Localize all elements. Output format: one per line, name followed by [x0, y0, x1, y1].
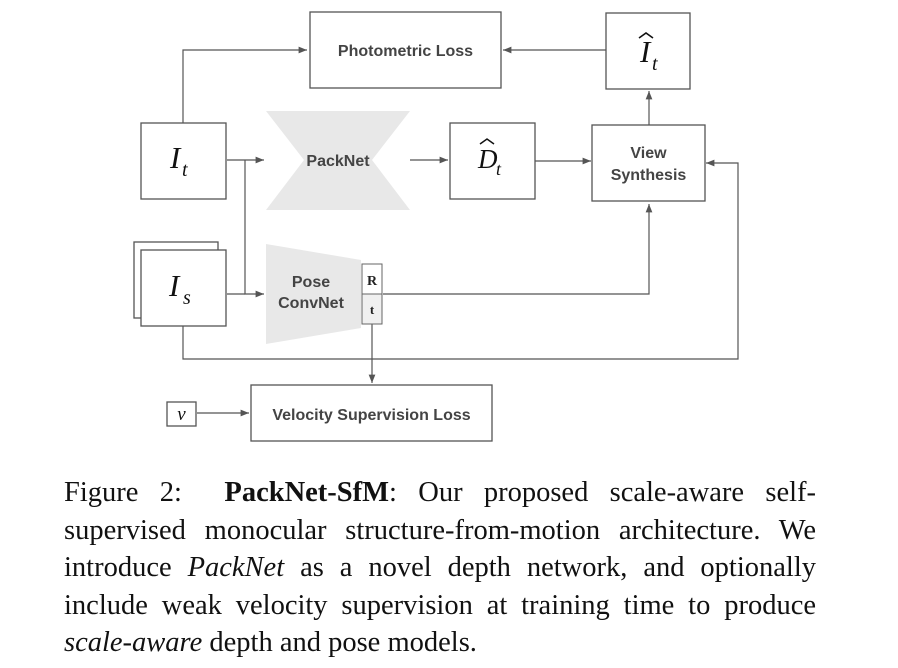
- target-image-node: I t: [140, 122, 227, 200]
- caption-text-2: as a novel depth network, and optionally…: [64, 552, 816, 621]
- source-images-node: I s: [133, 241, 227, 327]
- pose-convnet-node: Pose ConvNet: [266, 244, 361, 344]
- photometric-loss-label: Photometric Loss: [338, 43, 473, 60]
- caption-emphasis-packnet: PackNet: [187, 552, 285, 583]
- translation-cell: [361, 293, 383, 325]
- connection-arrows: [182, 46, 739, 417]
- target-image-symbol: I: [169, 140, 182, 175]
- packnet-node: PackNet: [266, 111, 410, 210]
- view-synthesis-line1: View: [630, 145, 667, 162]
- hat-accent-icon: [638, 32, 654, 39]
- pose-convnet-shape: [266, 244, 361, 344]
- caption-text-1: : Our proposed scale-aware self-supervis…: [64, 477, 816, 583]
- figure-caption: Figure 2: PackNet-SfM: Our proposed scal…: [64, 474, 816, 662]
- velocity-loss-node: Velocity Supervision Loss: [250, 384, 493, 442]
- synthesized-image-node: I t: [605, 12, 691, 90]
- pose-convnet-line2: ConvNet: [278, 295, 344, 312]
- depth-map-node: D t: [449, 122, 536, 200]
- packnet-shape: [266, 111, 410, 210]
- depth-map-subscript: t: [496, 159, 502, 179]
- caption-figure-number: Figure 2:: [64, 477, 182, 508]
- rotation-label: R: [367, 274, 378, 289]
- pose-convnet-line1: Pose: [292, 274, 330, 291]
- velocity-loss-label: Velocity Supervision Loss: [272, 407, 470, 424]
- architecture-diagram: Photometric Loss I t I t PackNet D t Vie…: [133, 11, 739, 442]
- target-image-subscript: t: [182, 159, 188, 181]
- depth-map-symbol: D: [477, 144, 498, 174]
- velocity-symbol: v: [177, 404, 186, 425]
- packnet-label: PackNet: [306, 153, 370, 170]
- synthesized-image-subscript: t: [652, 53, 658, 75]
- view-synthesis-node: View Synthesis: [591, 124, 706, 202]
- caption-text-3: depth and pose models.: [202, 627, 477, 658]
- caption-emphasis-scale-aware: scale-aware: [64, 627, 203, 658]
- source-image-symbol: I: [168, 268, 181, 303]
- translation-label: t: [370, 302, 375, 317]
- pose-output-node: R t: [361, 263, 383, 325]
- caption-title: PackNet-SfM: [224, 477, 390, 508]
- velocity-node: v: [166, 401, 197, 427]
- source-image-subscript: s: [183, 287, 191, 309]
- hat-accent-icon: [479, 138, 495, 145]
- synthesized-image-symbol: I: [639, 34, 652, 69]
- photometric-loss-node: Photometric Loss: [309, 11, 502, 89]
- view-synthesis-line2: Synthesis: [611, 167, 687, 184]
